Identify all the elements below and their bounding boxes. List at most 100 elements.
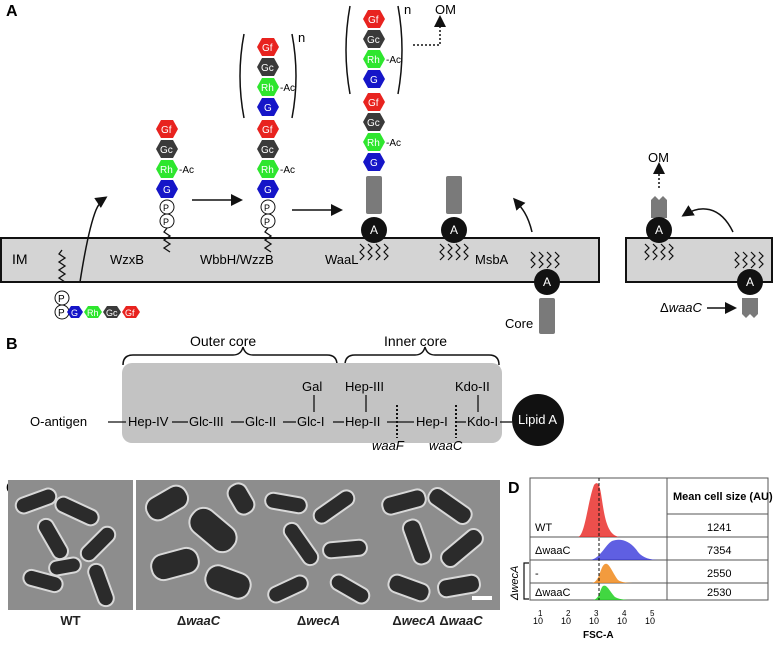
p-label: P	[264, 203, 270, 213]
row-label-wt: WT	[535, 522, 552, 534]
value-weca-waac: 2530	[707, 587, 731, 599]
x-tick-base: 10	[617, 616, 627, 626]
x-tick-base: 10	[645, 616, 655, 626]
inner-core-label: Inner core	[384, 333, 447, 349]
branch-gal: Gal	[302, 379, 322, 394]
micrograph-waac	[136, 480, 261, 610]
enzyme-waal: WaaL	[325, 252, 358, 267]
histogram-weca	[592, 563, 640, 583]
enzyme-wbbh-wzzb: WbbH/WzzB	[200, 252, 274, 267]
branch-hep-iii: Hep-III	[345, 379, 384, 394]
p-label: P	[163, 203, 169, 213]
micrograph-wt	[8, 480, 133, 610]
x-tick-base: 10	[533, 616, 543, 626]
lipid-a-label: Lipid A	[518, 412, 557, 427]
sugar-hep-i: Hep-I	[416, 414, 448, 429]
gc-label: Gc	[261, 145, 274, 156]
sugar-hep-ii: Hep-II	[345, 414, 380, 429]
branch-kdo-ii: Kdo-II	[455, 379, 490, 394]
g-label: G	[370, 158, 378, 169]
outer-core-label: Outer core	[190, 333, 256, 349]
rh-label: Rh	[261, 165, 274, 176]
caption-weca: ΔwecA	[296, 613, 341, 628]
x-tick-exp: 2	[566, 609, 571, 618]
caption-weca-waac: ΔwecA ΔwaaC	[392, 613, 483, 628]
lipid-a-label: A	[543, 275, 551, 289]
inner-core-brace	[344, 346, 500, 366]
row-label-weca-waac: ΔwaaC	[535, 587, 571, 599]
gc-label: Gc	[261, 63, 274, 74]
g-label: G	[370, 75, 378, 86]
g-label: G	[264, 185, 272, 196]
rhamnose-label: Rh	[87, 308, 99, 318]
acetyl-label: -Ac	[280, 165, 295, 176]
o-unit-stack-1	[156, 120, 178, 253]
inner-membrane-bar	[0, 237, 600, 283]
p-label: P	[163, 217, 169, 227]
histogram-table	[529, 477, 769, 601]
rh-label: Rh	[261, 83, 274, 94]
rh-label: Rh	[160, 165, 173, 176]
glucose-hexagon	[67, 306, 83, 318]
micrograph-weca	[256, 480, 381, 610]
caption-wt: WT	[60, 613, 81, 628]
gf-hexagon	[122, 306, 140, 318]
acetyl-label: -Ac	[179, 165, 194, 176]
x-tick-exp: 5	[650, 609, 655, 618]
histogram-weca-waac	[593, 585, 636, 600]
acetyl-label: -Ac	[280, 83, 295, 94]
value-waac: 7354	[707, 545, 731, 557]
panel-a-label: A	[6, 3, 18, 20]
group-label-weca: ΔwecA	[509, 566, 521, 601]
gf-label: Gf	[262, 43, 273, 54]
group-bracket	[523, 562, 529, 600]
outer-core-brace	[122, 346, 338, 366]
rh-label: Rh	[367, 55, 380, 66]
flip-arrow	[79, 196, 108, 283]
x-tick-base: 10	[561, 616, 571, 626]
sugar-glc-ii: Glc-II	[245, 414, 276, 429]
x-tick-base: 10	[589, 616, 599, 626]
o-unit-stack-2	[239, 33, 297, 253]
gene-waaf: waaF	[372, 438, 405, 453]
acetyl-label: -Ac	[386, 55, 401, 66]
lps-with-o-antigen	[345, 5, 446, 214]
mean-size-header: Mean cell size (AU)	[673, 491, 773, 503]
gc-label: Gc	[367, 35, 380, 46]
panel-d-label: D	[508, 480, 520, 497]
core-label: Core	[505, 316, 533, 331]
g-label: G	[163, 185, 171, 196]
lipid-a-group	[359, 176, 560, 334]
histogram-waac	[590, 539, 660, 560]
om-label: OM	[648, 150, 669, 165]
gf-label: Gf	[161, 125, 172, 136]
sugar-kdo-i: Kdo-I	[467, 414, 498, 429]
row-label-waac: ΔwaaC	[535, 545, 571, 557]
gc-hexagon	[103, 306, 121, 318]
im-label: IM	[12, 251, 28, 267]
gene-waac: waaC	[429, 438, 463, 453]
value-wt: 1241	[707, 522, 731, 534]
phosphate-label: P	[58, 308, 65, 319]
scale-bar	[472, 596, 492, 600]
gc-label: Gc	[160, 145, 173, 156]
lipid-a-circle	[512, 394, 564, 446]
gc-label: Gc	[367, 118, 380, 129]
caption-waac: ΔwaaC	[176, 613, 221, 628]
micrograph-weca-waac	[375, 480, 500, 610]
rhamnose-hexagon	[84, 306, 102, 318]
rh-label: Rh	[367, 138, 380, 149]
x-tick-exp: 1	[538, 609, 543, 618]
sugar-glc-iii: Glc-III	[189, 414, 224, 429]
gc-label: Gc	[106, 308, 118, 318]
lipid-tail	[57, 249, 67, 283]
row-label-weca: -	[535, 568, 539, 580]
enzyme-wzxb: WzxB	[110, 252, 144, 267]
gf-label: Gf	[368, 98, 379, 109]
waac-label: ΔwaaC	[660, 300, 703, 315]
x-tick-exp: 3	[594, 609, 599, 618]
phosphate-label: P	[58, 294, 65, 305]
sugar-glc-i: Glc-I	[297, 414, 324, 429]
sugar-hep-iv: Hep-IV	[128, 414, 169, 429]
